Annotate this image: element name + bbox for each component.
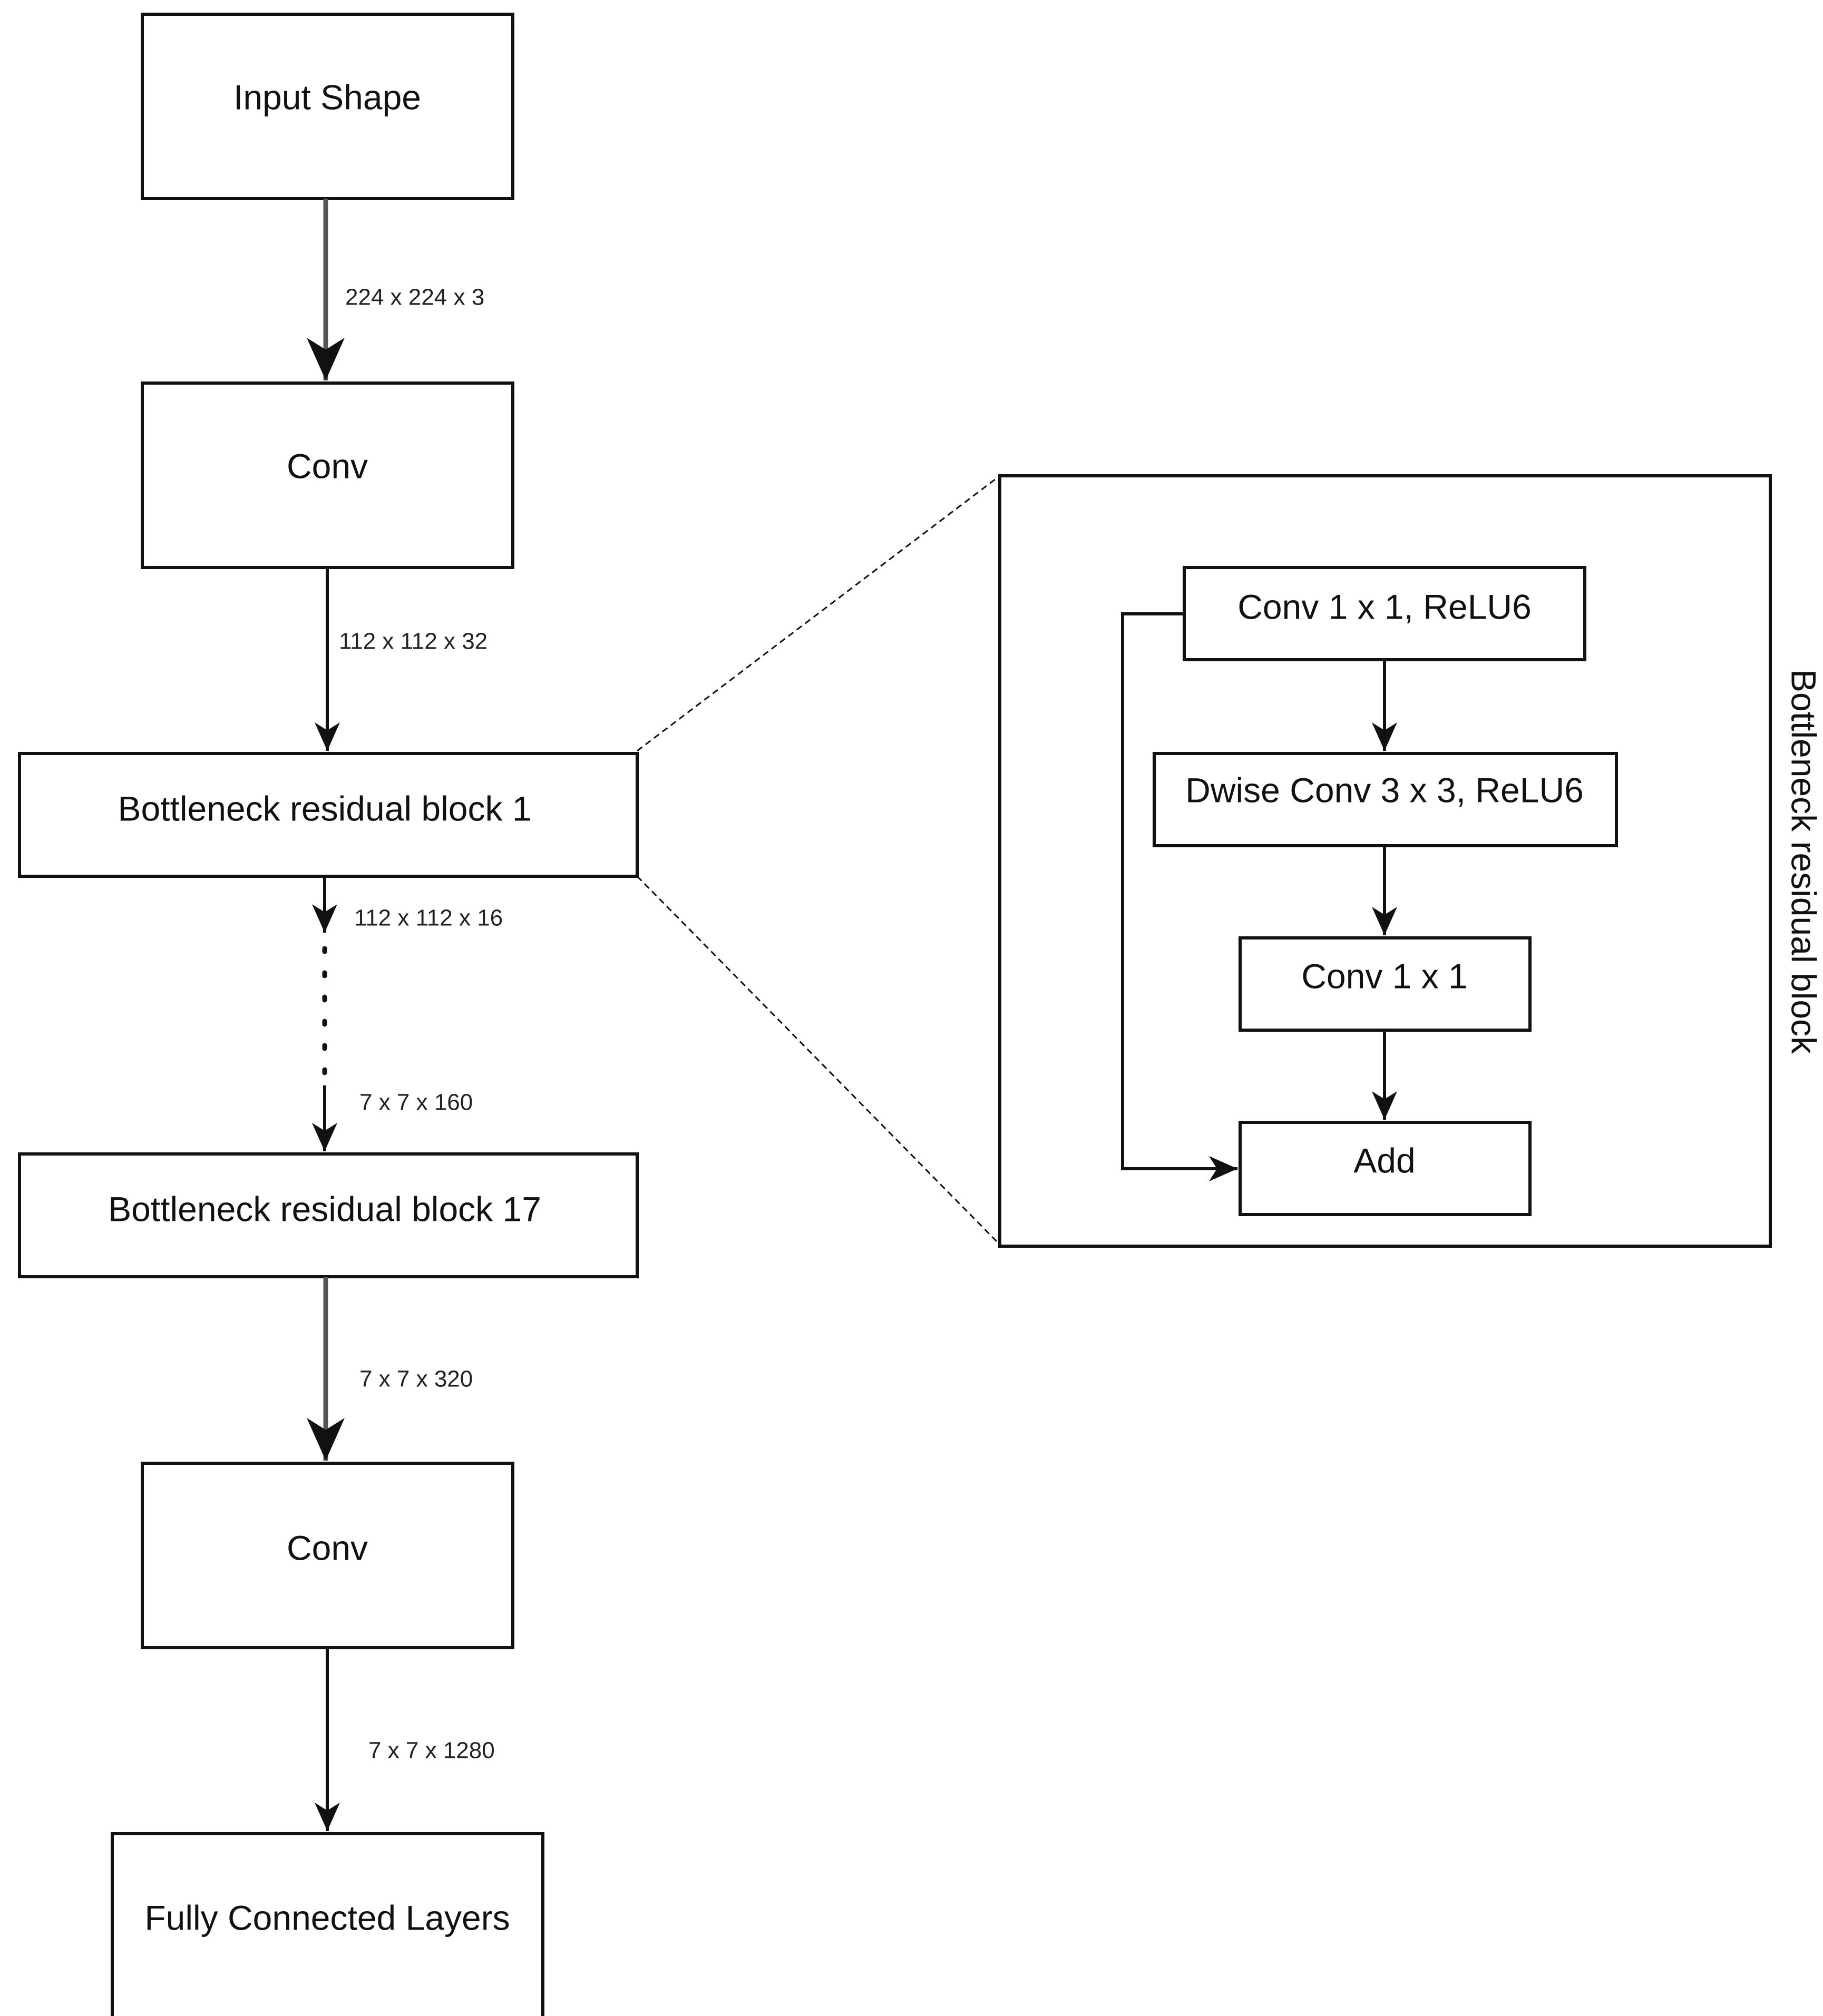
node-fully-connected-label: Fully Connected Layers <box>144 1898 510 1937</box>
node-conv-last-label: Conv <box>287 1528 368 1567</box>
zoom-line-bottom <box>636 875 1001 1246</box>
edge-label-b17-in: 7 x 7 x 160 <box>359 1090 473 1115</box>
detail-step-add: Add <box>1239 1121 1532 1216</box>
edge-label-b17-to-conv: 7 x 7 x 320 <box>359 1366 473 1392</box>
detail-step-conv1-relu-label: Conv 1 x 1, ReLU6 <box>1237 587 1532 626</box>
node-bottleneck-1-label: Bottleneck residual block 1 <box>118 789 531 828</box>
zoom-line-top <box>637 475 1000 752</box>
detail-step-dwise-conv-label: Dwise Conv 3 x 3, ReLU6 <box>1185 770 1584 809</box>
node-conv-first-label: Conv <box>287 446 368 485</box>
detail-panel: Bottleneck residual block Conv 1 x 1, Re… <box>998 474 1823 1248</box>
node-conv-last: Conv <box>141 1462 514 1649</box>
detail-skip-connection <box>1121 612 1237 1181</box>
node-conv-first: Conv <box>141 381 514 569</box>
detail-step-add-label: Add <box>1353 1141 1415 1180</box>
edge-label-conv-to-b1: 112 x 112 x 32 <box>339 629 488 654</box>
edge-label-conv-to-fc: 7 x 7 x 1280 <box>368 1738 495 1764</box>
detail-step-conv1: Conv 1 x 1 <box>1239 936 1532 1032</box>
edge-label-input-to-conv: 224 x 224 x 3 <box>345 285 484 310</box>
detail-step-conv1-relu: Conv 1 x 1, ReLU6 <box>1183 566 1586 661</box>
edge-label-b1-out: 112 x 112 x 16 <box>354 905 503 931</box>
node-bottleneck-1: Bottleneck residual block 1 <box>18 752 639 878</box>
node-fully-connected: Fully Connected Layers <box>111 1832 544 2016</box>
detail-step-conv1-label: Conv 1 x 1 <box>1301 956 1468 995</box>
node-bottleneck-17: Bottleneck residual block 17 <box>18 1152 639 1278</box>
detail-panel-title: Bottleneck residual block <box>1785 669 1823 1054</box>
node-input-shape: Input Shape <box>141 13 514 200</box>
node-input-shape-label: Input Shape <box>233 77 421 116</box>
detail-step-dwise-conv: Dwise Conv 3 x 3, ReLU6 <box>1153 752 1618 847</box>
node-bottleneck-17-label: Bottleneck residual block 17 <box>108 1189 541 1228</box>
